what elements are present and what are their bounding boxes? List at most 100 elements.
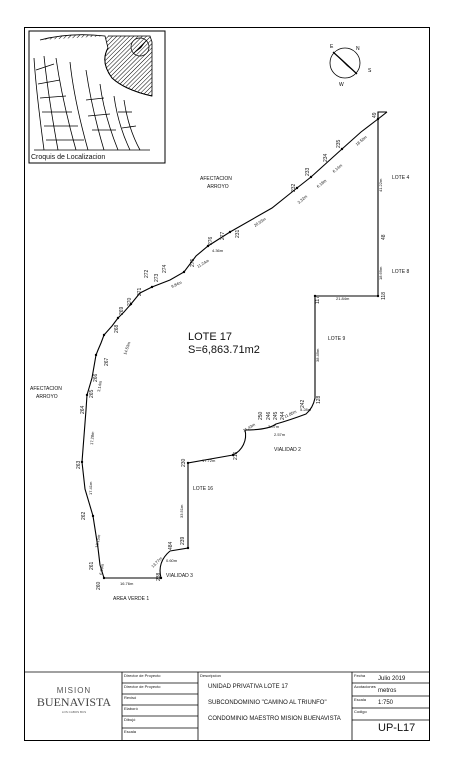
vertex-label: 232 xyxy=(291,183,297,192)
distance-label: 2.07m xyxy=(268,424,280,429)
logo-main: BUENAVISTA xyxy=(36,695,112,709)
vertex-label: 245 xyxy=(273,411,279,420)
field-escala: Escala xyxy=(124,729,137,734)
unidades-value: metros xyxy=(378,688,397,694)
fecha-label: Fecha xyxy=(354,673,366,678)
distance-label: 3.32m xyxy=(296,193,308,204)
logo-top: MISION xyxy=(56,686,92,695)
desc-line-3: CONDOMINIO MAESTRO MISION BUENAVISTA xyxy=(208,716,341,722)
distance-label: 16.76m xyxy=(120,581,134,586)
label-lote16: LOTE 16 xyxy=(193,486,214,492)
vertex-markers xyxy=(80,117,380,580)
distance-label: 11.85m xyxy=(283,409,298,419)
distance-label: 17.72m xyxy=(202,458,216,463)
fecha-value: Julio 2019 xyxy=(378,676,406,682)
distance-label: 3.14m xyxy=(96,380,103,392)
vertex-label: 267 xyxy=(104,357,110,366)
vertex-label: 276 xyxy=(208,236,214,245)
distance-label: 20.03m xyxy=(253,216,267,228)
vertex-label: 238 xyxy=(156,572,162,581)
vertex-label: 484 xyxy=(168,541,174,550)
vertex-label: 262 xyxy=(81,511,87,520)
vertex-label: 250 xyxy=(258,411,264,420)
distance-label: 41.22m xyxy=(378,178,383,192)
vertex-label: 118 xyxy=(381,292,387,300)
vertex-label: 275 xyxy=(190,258,196,267)
lot-title: LOTE 17 xyxy=(188,331,233,343)
locator-caption: Croquis de Localizacion xyxy=(31,154,106,161)
field-elaboro: Elaboró xyxy=(124,706,138,711)
desc-line-1: UNIDAD PRIVATIVA LOTE 17 xyxy=(208,684,289,690)
distance-label: 6.14m xyxy=(331,162,343,173)
locator-map xyxy=(28,30,166,164)
distance-label: 14.53m xyxy=(122,340,131,355)
vertex-label: 261 xyxy=(89,561,95,570)
vertex-label: 268 xyxy=(114,324,120,333)
label-lote4: LOTE 4 xyxy=(392,175,410,181)
field-director: Director de Proyecto xyxy=(124,673,161,678)
label-afectacion-left: AFECTACION xyxy=(30,386,62,392)
codigo-label: Codigo xyxy=(354,709,367,714)
distance-label: 5.28m xyxy=(300,407,312,412)
field-dibujo: Dibujó xyxy=(124,717,136,722)
vertex-label: 277 xyxy=(220,231,226,240)
distance-label: 6.09m xyxy=(98,563,105,575)
vertex-label: 269 xyxy=(119,306,125,315)
vertex-label: 233 xyxy=(305,167,311,176)
vertex-label: 273 xyxy=(154,273,160,282)
vertex-label: 274 xyxy=(162,264,168,273)
distance-label: 6.18m xyxy=(316,178,328,189)
vertex-label: 272 xyxy=(144,269,150,278)
desc-line-2: SUBCONDOMINIO "CAMINO AL TRIUNFO" xyxy=(208,700,327,706)
title-block-frame xyxy=(24,671,430,741)
svg-text:N: N xyxy=(356,46,360,52)
label-lote9: LOTE 9 xyxy=(328,336,346,342)
vertex-label: 271 xyxy=(137,287,143,296)
vertex-label: 231 xyxy=(235,229,241,238)
label-vialidad2: VIALIDAD 2 xyxy=(274,447,301,453)
vertex-label: 244 xyxy=(280,411,286,420)
vertex-label: 230 xyxy=(181,458,187,467)
vertex-label: 117 xyxy=(315,296,321,304)
label-area-verde: AREA VERDE 1 xyxy=(113,596,150,602)
vertex-label: 239 xyxy=(180,536,186,545)
distance-labels: 18.50m 41.22m 18.69m 21.84m 38.49m 5.28m… xyxy=(88,134,383,586)
vertex-label: 270 xyxy=(127,297,133,306)
vertex-labels: 49 235 234 233 232 231 277 276 275 274 2… xyxy=(76,112,387,590)
unidades-label: Acotaciones xyxy=(354,684,376,689)
vertex-label: 49 xyxy=(372,112,378,118)
logo: MISION BUENAVISTA LOS CABOS BCS xyxy=(30,686,118,714)
escala-value: 1:750 xyxy=(378,700,394,706)
distance-label: 9.84m xyxy=(170,279,183,289)
distance-label: 31.43m xyxy=(242,422,257,433)
codigo-value: UP-L17 xyxy=(378,722,416,734)
vertex-label: 265 xyxy=(89,389,95,398)
logo-sub: LOS CABOS BCS xyxy=(61,710,87,714)
vertex-label: 266 xyxy=(93,373,99,382)
svg-text:W: W xyxy=(339,82,344,88)
distance-label: 0.60m xyxy=(166,558,178,563)
escala-label: Escala xyxy=(354,697,367,702)
lot-area: S=6,863.71m2 xyxy=(188,344,260,356)
vertex-label: 235 xyxy=(336,139,342,148)
svg-text:S: S xyxy=(368,68,372,74)
distance-label: 2.57m xyxy=(274,432,286,437)
distance-label: 38.49m xyxy=(315,348,320,362)
distance-label: 11.24m xyxy=(196,258,210,269)
distance-label: 18.15m xyxy=(94,534,101,549)
label-lote8: LOTE 8 xyxy=(392,269,410,275)
vertex-label: 216 xyxy=(233,451,239,460)
label-arroyo-top: ARROYO xyxy=(207,184,229,190)
field-director-2: Director de Proyecto xyxy=(124,684,161,689)
drawing-sheet xyxy=(24,27,430,741)
distance-label: 33.51m xyxy=(179,504,184,518)
vertex-label: 263 xyxy=(76,460,82,469)
vertex-label: 264 xyxy=(80,405,86,414)
vertex-label: 128 xyxy=(316,395,322,404)
vertex-label: 260 xyxy=(96,581,102,590)
distance-label: 21.84m xyxy=(336,296,350,301)
label-arroyo-left: ARROYO xyxy=(36,394,58,400)
vertex-label: 48 xyxy=(381,234,387,240)
vertex-label: 246 xyxy=(266,411,272,420)
